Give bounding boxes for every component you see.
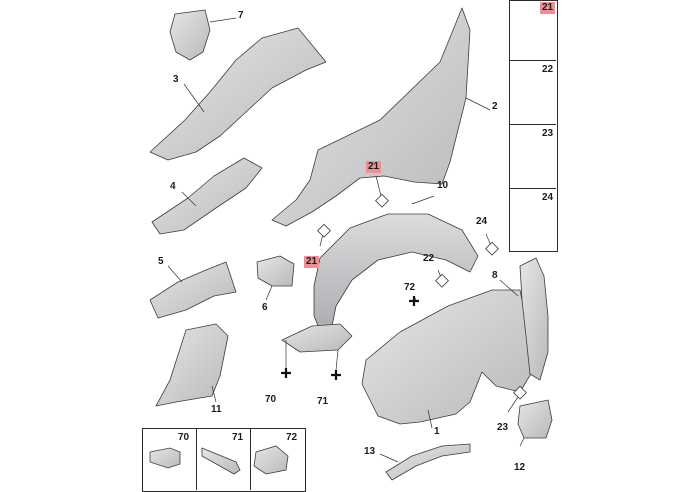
part-6-small-bracket xyxy=(256,255,295,287)
callout-70: 70 xyxy=(265,394,277,405)
clip-marker-22 xyxy=(435,273,449,288)
part-11-mud-flap xyxy=(155,323,229,407)
callout-72: 72 xyxy=(404,282,416,293)
part-1-front-fender xyxy=(361,289,533,425)
fastener-panel-divider-a xyxy=(196,428,197,490)
callout-13: 13 xyxy=(364,446,376,457)
plus-marker-71 xyxy=(331,370,341,380)
fastener-72-nut xyxy=(253,445,289,475)
clip-marker-21a xyxy=(375,193,389,208)
part-3-side-member xyxy=(149,27,327,161)
callout-8: 8 xyxy=(492,270,498,281)
plus-marker-72 xyxy=(409,296,419,306)
plus-marker-70 xyxy=(281,368,291,378)
part-2-wheelarch-apron xyxy=(271,7,471,227)
clip-marker-21b xyxy=(317,223,331,238)
fastener-panel-cell-22 xyxy=(509,62,556,125)
callout-23: 23 xyxy=(497,422,509,433)
bottom-panel-label-72: 72 xyxy=(286,432,298,443)
callout-4: 4 xyxy=(170,181,176,192)
fastener-70-screw xyxy=(149,447,181,469)
callout-12: 12 xyxy=(514,462,526,473)
callout-6: 6 xyxy=(262,302,268,313)
side-panel-label-24: 24 xyxy=(542,192,554,203)
callout-22: 22 xyxy=(423,253,435,264)
callout-10: 10 xyxy=(437,180,449,191)
part-5-bracket xyxy=(149,261,237,319)
fastener-71-bolt xyxy=(201,447,241,475)
fastener-panel-divider-b xyxy=(250,428,251,490)
callout-1: 1 xyxy=(434,426,440,437)
callout-3: 3 xyxy=(173,74,179,85)
part-12-trim-piece xyxy=(517,399,553,439)
fastener-panel-frame xyxy=(509,0,558,252)
callout-24: 24 xyxy=(476,216,488,227)
callout-2: 2 xyxy=(492,101,498,112)
side-panel-label-22: 22 xyxy=(542,64,554,75)
part-lower-liner-tray xyxy=(281,323,353,353)
callout-11: 11 xyxy=(211,404,222,415)
fastener-panel-cell-21 xyxy=(509,0,556,61)
part-4-side-member xyxy=(151,157,263,235)
side-panel-label-23: 23 xyxy=(542,128,554,139)
part-7-bracket xyxy=(169,9,211,61)
callout-71: 71 xyxy=(317,396,329,407)
bottom-panel-label-70: 70 xyxy=(178,432,190,443)
clip-marker-24 xyxy=(485,241,499,256)
bottom-panel-label-71: 71 xyxy=(232,432,244,443)
fastener-panel-cell-23 xyxy=(509,126,556,189)
callout-7: 7 xyxy=(238,10,244,21)
callout-5: 5 xyxy=(158,256,164,267)
callout-21-upper: 21 xyxy=(366,161,382,173)
clip-marker-23a xyxy=(513,385,527,400)
fastener-panel-bottom-frame xyxy=(142,428,306,492)
side-panel-label-21: 21 xyxy=(540,2,556,14)
part-8-seal-strip xyxy=(519,257,549,381)
callout-21-lower: 21 xyxy=(304,256,320,268)
part-13-arch-molding xyxy=(385,443,471,481)
